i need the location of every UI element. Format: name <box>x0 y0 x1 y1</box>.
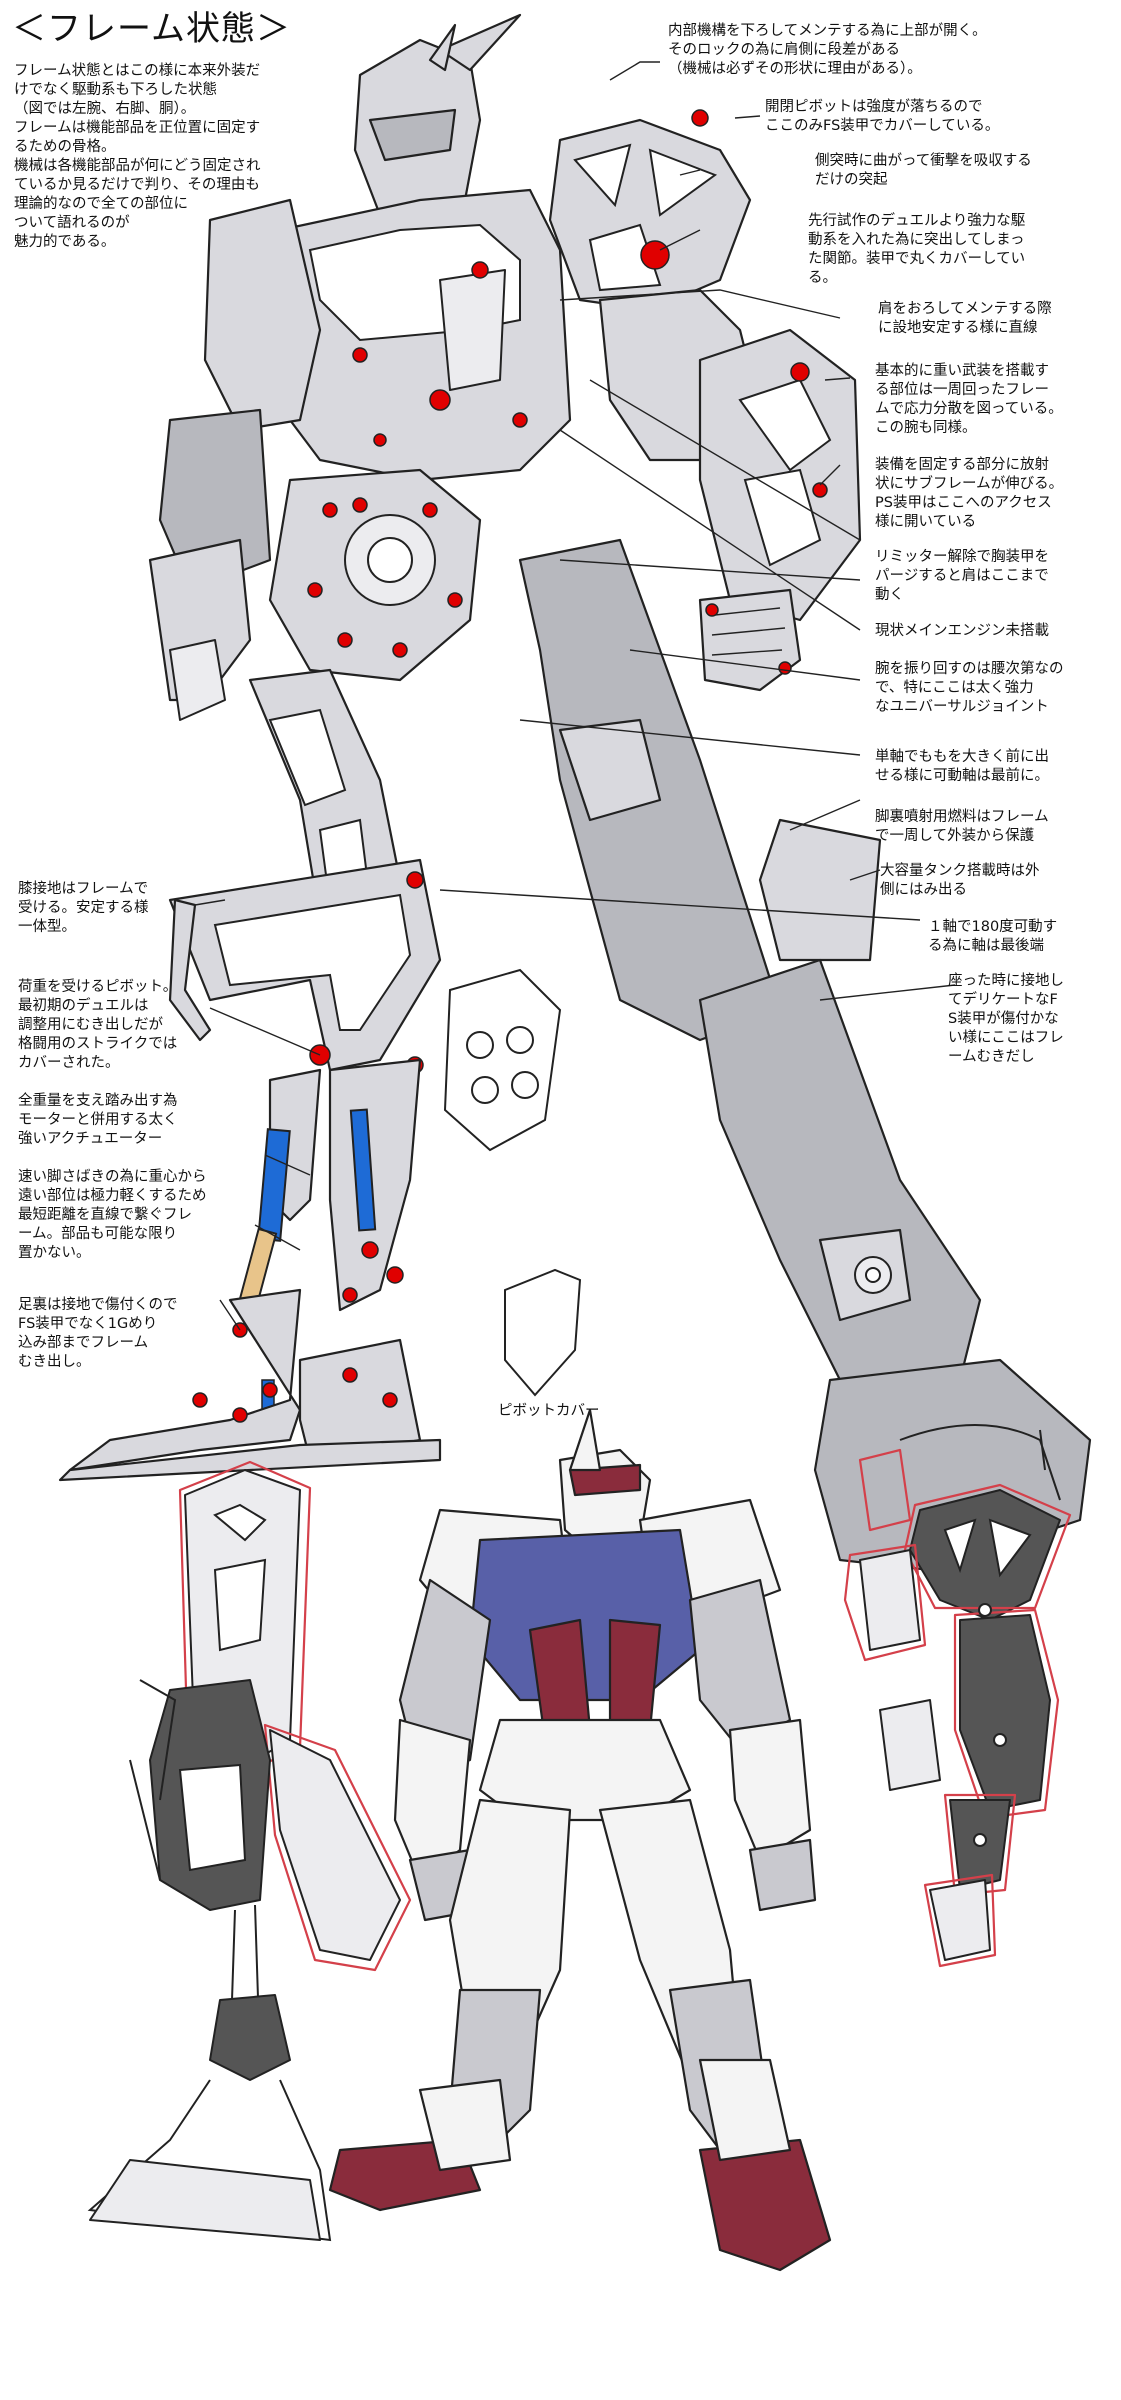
page-title: ＜フレーム状態＞ <box>12 9 291 49</box>
note-stress-distribution: 基本的に重い武装を搭載す る部位は一周回ったフレー ムで応力分散を図っている。 … <box>875 363 1063 436</box>
note-seated-contact: 座った時に接地し てデリケートなF S装甲が傷付かな い様にここはフレ ームむき… <box>948 973 1064 1065</box>
note-radial-subframe: 装備を固定する部分に放射 状にサブフレームが伸びる。 PS装甲はここへのアクセス… <box>875 457 1064 530</box>
note-single-axis-thigh: 単軸でももを大きく前に出 せる様に可動軸は最前に。 <box>875 749 1049 784</box>
note-load-pivot: 荷重を受けるピボット。 最初期のデュエルは 調整用にむき出しだが 格闘用のストラ… <box>18 979 178 1071</box>
note-upper-opening: 内部機構を下ろしてメンテする為に上部が開く。 そのロックの為に肩側に段差がある … <box>668 23 987 77</box>
note-protruding-joint: 先行試作のデュエルより強力な駆 動系を入れた為に突出してしまっ た関節。装甲で丸… <box>808 213 1026 286</box>
note-actuator: 全重量を支え踏み出す為 モーターと併用する太く 強いアクチュエーター <box>18 1093 178 1147</box>
note-large-tank: 大容量タンク搭載時は外 側にはみ出る <box>880 863 1040 898</box>
note-light-frame: 速い脚さばきの為に重心から 遠い部位は極力軽くするため 最短距離を直線で繋ぐフレ… <box>18 1169 207 1261</box>
note-side-impact-protrusion: 側突時に曲がって衝撃を吸収する だけの突起 <box>815 153 1032 188</box>
note-universal-joint: 腕を振り回すのは腰次第なの で、特にここは太く強力 なユニバーサルジョイント <box>875 661 1064 715</box>
note-knee-contact: 膝接地はフレームで 受ける。安定する様 一体型。 <box>18 881 149 935</box>
note-sole-frame: 足裏は接地で傷付くので FS装甲でなく1Gめり 込み部までフレーム むき出し。 <box>18 1297 178 1370</box>
note-main-engine: 現状メインエンジン未搭載 <box>875 623 1049 639</box>
intro-text: フレーム状態とはこの様に本来外装だ けでなく駆動系も下ろした状態 （図では左腕、… <box>14 63 261 250</box>
pivot-cover-label: ピボットカバー <box>498 1403 600 1419</box>
note-pivot-fs-armor: 開閉ピボットは強度が落ちるので ここのみFS装甲でカバーしている。 <box>765 99 1000 134</box>
note-shoulder-straight: 肩をおろしてメンテする際 に設地安定する様に直線 <box>878 301 1052 336</box>
note-180-degree-axis: １軸で180度可動す る為に軸は最後端 <box>928 919 1058 954</box>
note-limiter-release: リミッター解除で胸装甲を パージすると肩はここまで 動く <box>875 549 1049 603</box>
note-fuel-protection: 脚裏噴射用燃料はフレーム で一周して外装から保護 <box>875 809 1049 844</box>
